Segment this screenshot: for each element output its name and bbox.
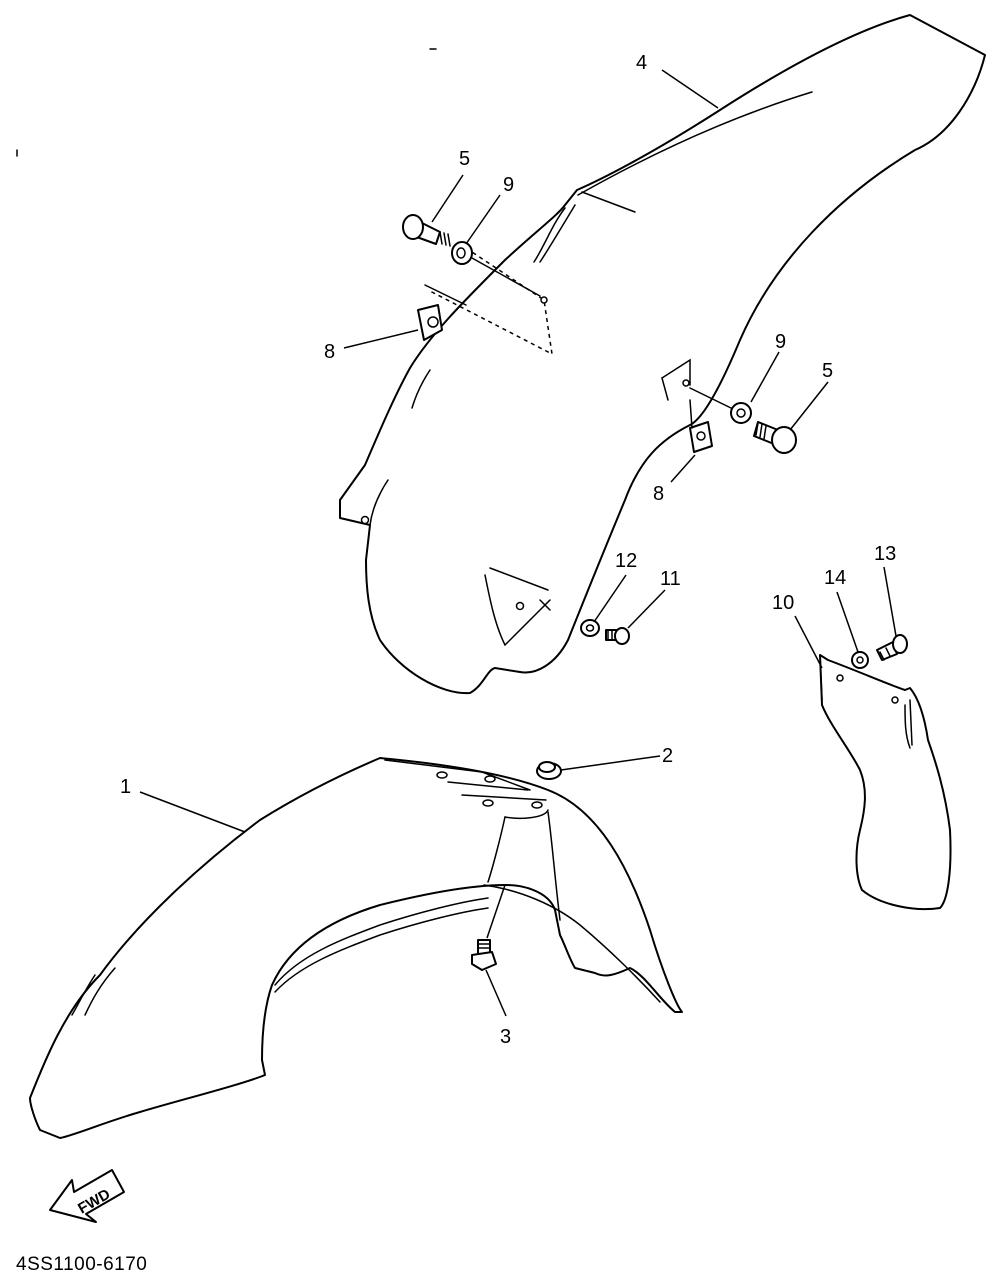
callout-10: 10: [772, 592, 794, 614]
spacer-9-right: [689, 387, 752, 424]
callout-9-upper: 9: [503, 174, 514, 196]
callout-4: 4: [636, 52, 647, 74]
mounting-guide-dashed: [424, 247, 553, 356]
bolt-5-upper: [402, 214, 451, 247]
side-guard: [819, 654, 952, 911]
spacer-9-upper: [451, 241, 541, 297]
callout-5-right: 5: [822, 360, 833, 382]
bolt-5-right: [753, 421, 797, 454]
clip-nut-8-upper: [417, 304, 443, 341]
callout-14: 14: [824, 567, 846, 589]
washer-14: [851, 651, 869, 669]
rear-fender: [339, 14, 986, 695]
clip-nut-8-right: [689, 399, 713, 453]
collar-12: [580, 619, 600, 637]
callout-2: 2: [662, 745, 673, 767]
callout-labels: 1 2 3 4 5 5 8 8 9 9 10 11 12 13 14: [120, 52, 896, 1048]
callout-8-upper: 8: [324, 341, 335, 363]
leader-lines: [139, 69, 897, 1017]
screw-13: [876, 634, 908, 661]
callout-12: 12: [615, 550, 637, 572]
diagram-code: 4SS1100-6170: [16, 1254, 147, 1275]
screw-11: [605, 627, 630, 645]
grommet-2: [536, 761, 562, 780]
callout-1: 1: [120, 776, 131, 798]
callout-13: 13: [874, 543, 896, 565]
forward-arrow-icon: FWD: [49, 1169, 125, 1223]
callout-8-right: 8: [653, 483, 664, 505]
bolt-3: [471, 939, 497, 971]
callout-3: 3: [500, 1026, 511, 1048]
front-fender: [29, 757, 683, 1139]
callout-9-right: 9: [775, 331, 786, 353]
callout-11: 11: [660, 568, 681, 590]
callout-5-upper: 5: [459, 148, 470, 170]
